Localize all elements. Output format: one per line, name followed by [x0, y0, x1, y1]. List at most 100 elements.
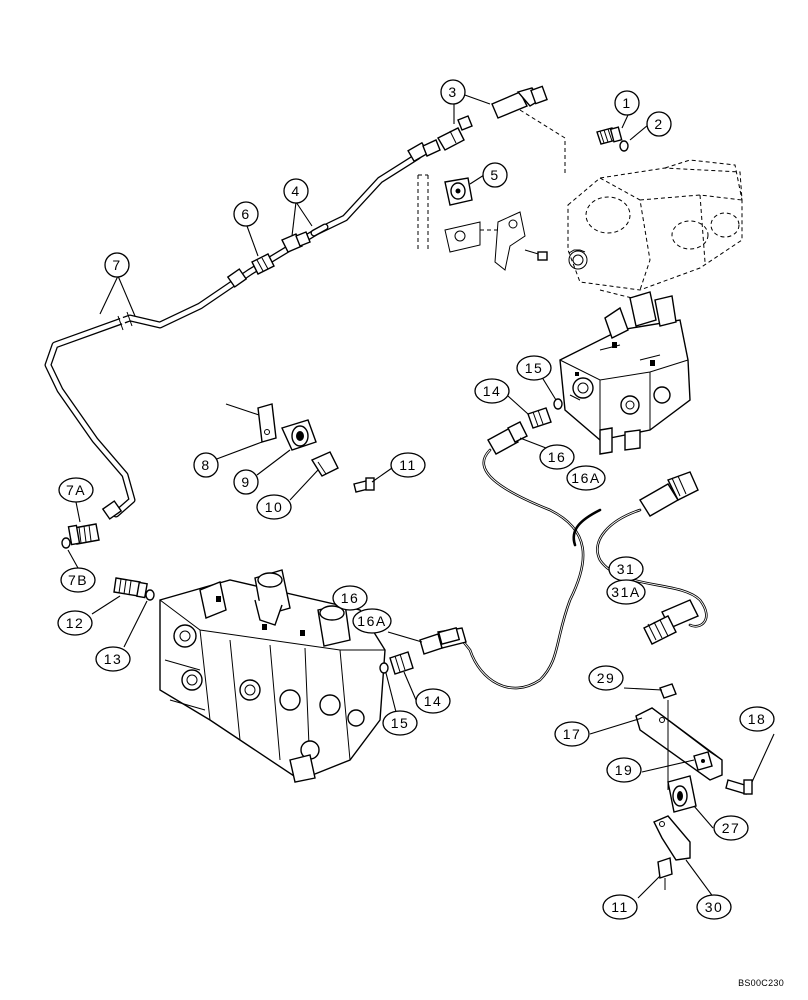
callout-31a: 31A	[606, 579, 646, 605]
callout-11-lower-label: 11	[611, 899, 629, 915]
hydraulic-pump	[519, 109, 743, 301]
callout-1-label: 1	[622, 95, 631, 111]
callout-4: 4	[283, 178, 309, 204]
callout-6-label: 6	[241, 206, 250, 222]
steel-tube-part-7	[44, 139, 441, 520]
oring-part-15-upper	[553, 398, 563, 410]
callout-16-lower-label: 16	[341, 590, 360, 606]
callout-11-upper: 11	[390, 452, 426, 478]
callout-13: 13	[95, 646, 131, 672]
callout-7a: 7A	[58, 477, 94, 503]
callout-30-label: 30	[705, 899, 724, 915]
callout-29-label: 29	[597, 670, 616, 686]
callout-29: 29	[588, 665, 624, 691]
callout-16a-lower: 16A	[352, 608, 392, 634]
pump-bracket	[417, 174, 548, 271]
callout-17: 17	[554, 721, 590, 747]
callout-16-upper: 16	[539, 444, 575, 470]
bolt-part-11-upper	[353, 477, 375, 493]
clamp-part-5	[444, 177, 473, 206]
callout-9-label: 9	[241, 474, 250, 490]
oring-part-2	[619, 140, 629, 152]
callout-3-label: 3	[448, 84, 457, 100]
nut-part-19	[693, 751, 713, 771]
nut-part-29	[659, 683, 677, 790]
hose-assembly-31	[572, 471, 708, 645]
callout-14-upper: 14	[474, 378, 510, 404]
callout-31-label: 31	[617, 561, 636, 577]
callout-16a-lower-label: 16A	[357, 613, 386, 629]
fitting-part-12	[113, 577, 148, 599]
callout-30: 30	[696, 894, 732, 920]
drawing-code-label: BS00C230	[738, 978, 784, 988]
callout-17-label: 17	[563, 726, 582, 742]
clamp-part-30	[653, 815, 691, 861]
callout-19: 19	[606, 757, 642, 783]
elbow-part-3	[437, 85, 548, 151]
hose-end-16-lower	[419, 627, 467, 655]
callout-27: 27	[713, 815, 749, 841]
callout-31a-label: 31A	[611, 584, 640, 600]
callout-1: 1	[614, 90, 640, 116]
callout-15-upper-label: 15	[525, 360, 544, 376]
callout-14-upper-label: 14	[483, 383, 502, 399]
clamp-part-27	[667, 775, 697, 813]
bracket-part-17	[635, 707, 723, 781]
clamp-part-9	[281, 419, 317, 451]
callout-15-lower-label: 15	[391, 715, 410, 731]
leader-lines	[67, 93, 775, 899]
callout-11-lower: 11	[602, 894, 638, 920]
callout-7b-label: 7B	[68, 572, 88, 588]
control-valve-small	[559, 291, 691, 455]
callout-7-label: 7	[112, 257, 121, 273]
callout-7a-label: 7A	[66, 482, 86, 498]
fitting-part-1	[596, 126, 623, 145]
oring-part-7b	[61, 537, 71, 549]
callout-12-label: 12	[66, 615, 85, 631]
callout-16-lower: 16	[332, 585, 368, 611]
callout-15-lower: 15	[382, 710, 418, 736]
callout-16a-upper-label: 16A	[571, 470, 600, 486]
callout-16a-upper: 16A	[566, 465, 606, 491]
callout-15-upper: 15	[516, 355, 552, 381]
callout-10: 10	[256, 494, 292, 520]
callout-5: 5	[482, 162, 508, 188]
callout-12: 12	[57, 610, 93, 636]
callout-8: 8	[193, 452, 219, 478]
callout-5-label: 5	[490, 167, 499, 183]
callout-9: 9	[233, 469, 259, 495]
callout-2-label: 2	[654, 116, 663, 132]
callout-18-label: 18	[748, 711, 767, 727]
callout-16-upper-label: 16	[548, 449, 567, 465]
hose-assembly-16-upper	[460, 421, 585, 690]
plate-part-8	[225, 403, 277, 443]
callout-4-label: 4	[291, 183, 300, 199]
callout-18: 18	[739, 706, 775, 732]
control-valve-main	[159, 569, 386, 783]
fitting-part-7a	[67, 523, 100, 546]
bolt-part-11-lower	[657, 857, 673, 890]
callout-31: 31	[608, 556, 644, 582]
oring-part-15-lower	[379, 662, 389, 674]
callout-7: 7	[104, 252, 130, 278]
callout-14-lower-label: 14	[424, 693, 443, 709]
fitting-part-14-lower	[389, 651, 414, 675]
oring-part-13	[145, 589, 155, 601]
callout-3: 3	[440, 79, 466, 105]
tube-part-4	[281, 223, 329, 253]
callout-27-label: 27	[722, 820, 741, 836]
callout-19-label: 19	[615, 762, 634, 778]
callout-11-upper-label: 11	[399, 457, 417, 473]
callout-6: 6	[233, 201, 259, 227]
callout-14-lower: 14	[415, 688, 451, 714]
fitting-part-6	[251, 253, 275, 275]
callout-10-label: 10	[265, 499, 284, 515]
callout-8-label: 8	[201, 457, 210, 473]
clamp-part-10	[310, 451, 339, 477]
callout-2: 2	[646, 111, 672, 137]
bolt-part-18	[725, 779, 753, 795]
callout-13-label: 13	[104, 651, 123, 667]
callout-7b: 7B	[60, 567, 96, 593]
fitting-part-14-upper	[527, 407, 552, 429]
